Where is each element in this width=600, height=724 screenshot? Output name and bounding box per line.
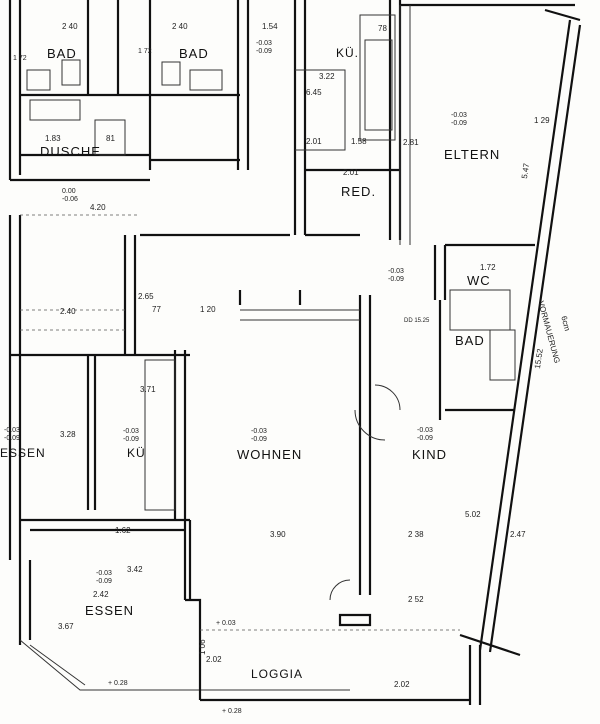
- wall: [8, 0, 250, 182]
- room-ku-mid: KÜ: [127, 446, 146, 460]
- room-bad-left: BAD: [47, 46, 77, 61]
- dimension: 77: [152, 305, 161, 314]
- wall: [19, 639, 350, 691]
- room-bad-right: BAD: [455, 333, 485, 348]
- level-marker: 0.00 -0.06: [62, 188, 78, 203]
- dimension: 1.58: [351, 137, 367, 146]
- wall: [400, 3, 581, 22]
- wall: [18, 518, 192, 645]
- wall: [240, 309, 360, 321]
- wall: [10, 350, 190, 520]
- dimension: 2.42: [93, 590, 109, 599]
- dimension: 3.42: [127, 565, 143, 574]
- dimension: 1.72: [480, 263, 496, 272]
- dimension: 3.22: [319, 72, 335, 81]
- dimension: 1 29: [534, 116, 550, 125]
- room-dusche: DUSCHE: [40, 144, 101, 159]
- dimension: 1 06: [198, 639, 207, 655]
- room-wohnen: WOHNEN: [237, 447, 303, 462]
- wall: [293, 0, 402, 240]
- wall: [295, 69, 346, 151]
- room-eltern: ELTERN: [444, 147, 501, 162]
- dimension: 1.62: [115, 526, 131, 535]
- bath-fixture: [449, 289, 516, 381]
- level-marker: -0.03 -0.09: [388, 268, 404, 283]
- dimension: 3.90: [270, 530, 286, 539]
- room-bad-middle: BAD: [179, 46, 209, 61]
- wall: [20, 93, 240, 162]
- room-kue-top: KÜ.: [336, 46, 360, 60]
- annotation-dd: DD 15.25: [404, 318, 430, 324]
- room-red: RED.: [341, 184, 377, 199]
- dimension: 2.02: [206, 655, 222, 664]
- kitchen-counter: [144, 359, 176, 511]
- level-marker: + 0.28: [108, 680, 128, 687]
- dimension: 5.02: [465, 510, 481, 519]
- dimension: 1 72: [138, 48, 152, 55]
- dimension: 2.02: [394, 680, 410, 689]
- bath-fixture: [26, 59, 223, 156]
- dimension: 2 52: [408, 595, 424, 604]
- wall: [20, 214, 140, 331]
- room-essen-left: ESSEN: [0, 446, 46, 460]
- level-marker: + 0.03: [216, 620, 236, 627]
- wall: [399, 5, 411, 245]
- dimension: 2.65: [138, 292, 154, 301]
- dimension: 2 38: [408, 530, 424, 539]
- door-swing: [329, 384, 401, 601]
- wall: [433, 243, 535, 420]
- dimension: 81: [106, 134, 115, 143]
- level-marker: -0.03 -0.09: [417, 427, 433, 442]
- room-essen: ESSEN: [85, 603, 135, 618]
- dimension: 1.83: [45, 134, 61, 143]
- level-marker: -0.03 -0.09: [123, 428, 139, 443]
- wall: [238, 290, 372, 595]
- dimension: 2 40: [62, 22, 78, 31]
- dimension: 3.67: [58, 622, 74, 631]
- wall: [8, 215, 290, 560]
- dimension: 2.01: [343, 168, 359, 177]
- room-kind: KIND: [412, 447, 448, 462]
- room-wc: WC: [467, 273, 491, 288]
- level-marker: -0.03 -0.09: [96, 570, 112, 585]
- level-marker: -0.03 -0.09: [251, 428, 267, 443]
- dimension: 1.54: [262, 22, 278, 31]
- level-marker: + 0.28: [222, 708, 242, 715]
- level-marker: -0.03 -0.09: [256, 40, 272, 55]
- dimension: 1 72: [13, 55, 27, 62]
- dimension: 78: [378, 24, 387, 33]
- dimension: 1 20: [200, 305, 216, 314]
- level-marker: -0.03 -0.09: [4, 427, 20, 442]
- dimension: 2.81: [403, 138, 419, 147]
- dimension: 2.01: [306, 137, 322, 146]
- kitchen-counter: [359, 14, 396, 141]
- dimension: 2.47: [510, 530, 526, 539]
- dimension: 2 40: [172, 22, 188, 31]
- dimension: 4.20: [90, 203, 106, 212]
- exterior-wall-diagonal: [478, 19, 582, 653]
- dimension: 3.71: [140, 385, 156, 394]
- wall: [185, 598, 521, 705]
- dimension: 6.45: [306, 88, 322, 97]
- level-marker: -0.03 -0.09: [451, 112, 467, 127]
- room-loggia: LOGGIA: [251, 667, 304, 681]
- dimension: 3.28: [60, 430, 76, 439]
- dimension: 2.40: [60, 307, 76, 316]
